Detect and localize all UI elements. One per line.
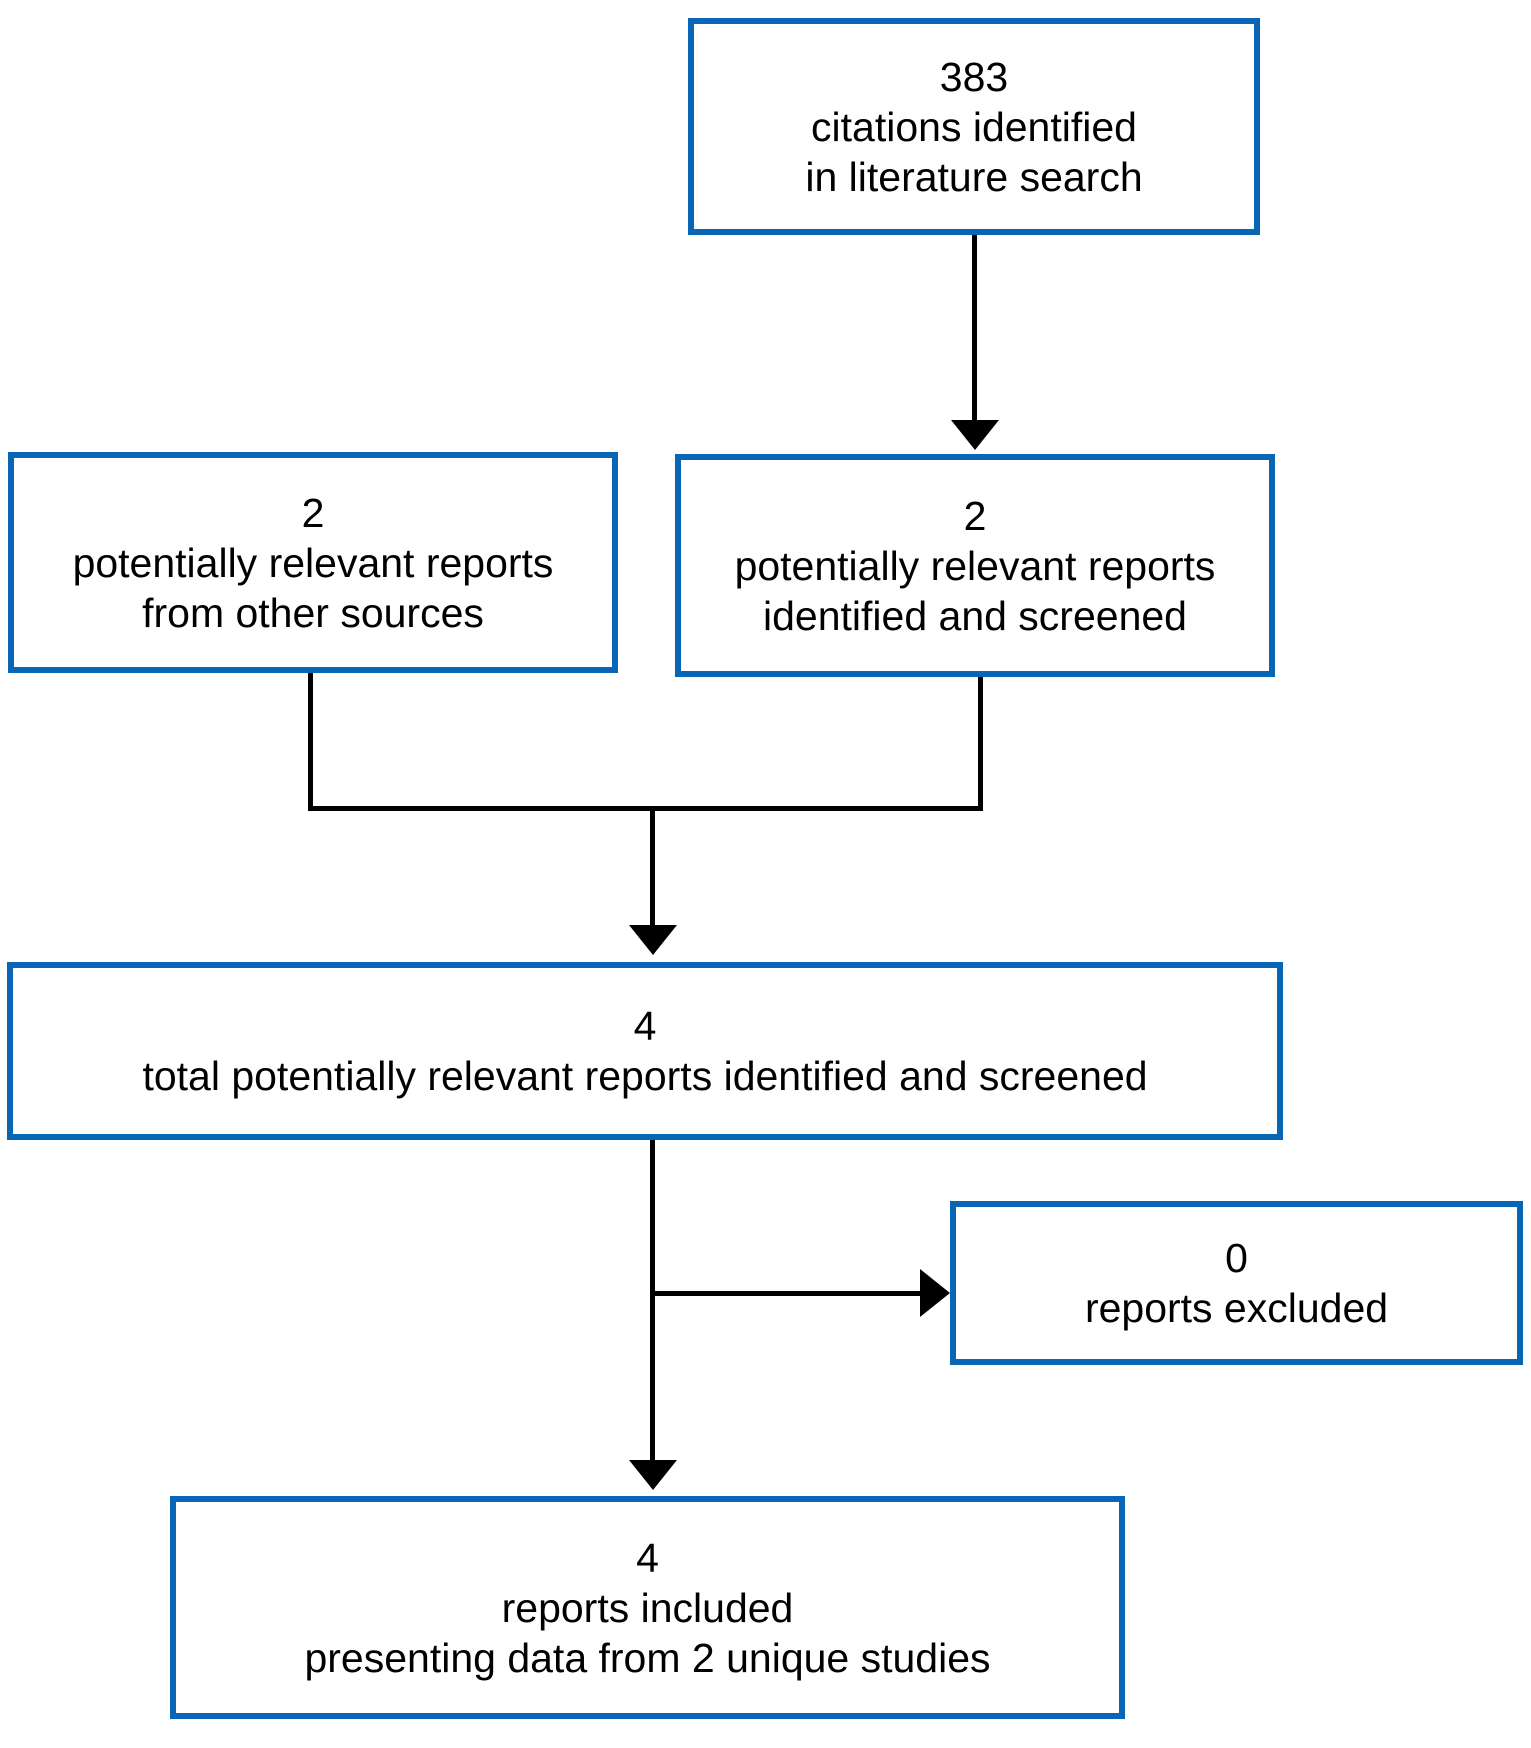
merge-to-total-arrow-stem bbox=[650, 811, 655, 927]
included-count: 4 bbox=[636, 1534, 659, 1581]
total-screened-line: total potentially relevant reports ident… bbox=[142, 1053, 1148, 1099]
included-box: 4 reports included presenting data from … bbox=[170, 1496, 1125, 1719]
down-arrowhead-icon bbox=[629, 925, 677, 955]
total-screened-count: 4 bbox=[633, 1003, 657, 1049]
total-to-included-arrow-stem bbox=[650, 1140, 655, 1462]
identified-screened-count: 2 bbox=[963, 492, 987, 539]
down-arrowhead-icon bbox=[951, 420, 999, 450]
other-sources-line: from other sources bbox=[142, 589, 484, 636]
branch-to-excluded-line bbox=[653, 1291, 920, 1296]
total-screened-box: 4 total potentially relevant reports ide… bbox=[7, 962, 1283, 1140]
included-line: presenting data from 2 unique studies bbox=[304, 1634, 991, 1681]
identified-screened-drop-line bbox=[978, 677, 983, 811]
excluded-line: reports excluded bbox=[1084, 1285, 1389, 1331]
citations-to-screened-arrow-stem bbox=[972, 235, 977, 423]
included-line: reports included bbox=[501, 1584, 794, 1631]
citations-box: 383 citations identified in literature s… bbox=[688, 18, 1260, 235]
citations-count: 383 bbox=[939, 53, 1009, 100]
citations-line: in literature search bbox=[805, 153, 1143, 200]
identified-screened-box: 2 potentially relevant reports identifie… bbox=[675, 454, 1275, 677]
identified-screened-line: potentially relevant reports bbox=[734, 542, 1216, 589]
citations-line: citations identified bbox=[811, 103, 1137, 150]
right-arrowhead-icon bbox=[920, 1269, 950, 1317]
down-arrowhead-icon bbox=[629, 1460, 677, 1490]
other-sources-box: 2 potentially relevant reports from othe… bbox=[8, 452, 618, 673]
identified-screened-line: identified and screened bbox=[763, 592, 1187, 639]
merge-horizontal-line bbox=[308, 806, 983, 811]
other-sources-line: potentially relevant reports bbox=[72, 539, 554, 586]
other-sources-drop-line bbox=[308, 673, 313, 811]
excluded-box: 0 reports excluded bbox=[950, 1201, 1523, 1365]
other-sources-count: 2 bbox=[301, 489, 325, 536]
excluded-count: 0 bbox=[1225, 1235, 1248, 1281]
